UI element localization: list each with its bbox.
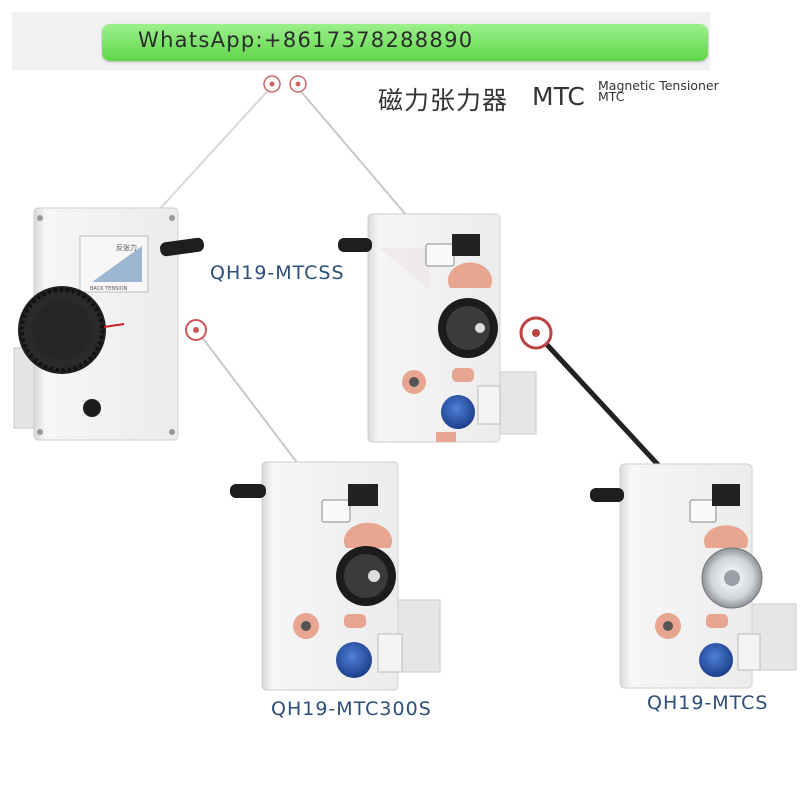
model-label-mtcss: QH19-MTCSS	[210, 262, 345, 284]
whatsapp-contact-pill	[102, 24, 708, 61]
guide-pulley-top-left	[263, 75, 281, 93]
whatsapp-contact-text: WhatsApp:+8617378288890	[138, 28, 474, 52]
tensioner-unit-mtc300s	[230, 461, 441, 691]
product-title-code: MTC	[532, 82, 585, 111]
dial-scale-label: BACK TENSION	[90, 286, 128, 292]
dial-cn-label: 反张力	[116, 243, 137, 252]
product-title-english: Magnetic Tensioner MTC	[598, 78, 719, 104]
product-title-chinese: 磁力张力器	[378, 86, 509, 115]
guide-pulley-middle	[185, 319, 207, 341]
title-en-line2: MTC	[598, 89, 625, 104]
title-en-line1: Magnetic Tensioner	[598, 78, 719, 93]
tensioner-unit-top-right	[338, 213, 537, 443]
guide-pulley-right	[519, 316, 553, 350]
guide-pulley-top-right	[289, 75, 307, 93]
tensioner-unit-mtcss: 反张力 BACK TENSION	[13, 207, 204, 441]
model-label-mtc300s: QH19-MTC300S	[271, 698, 432, 720]
model-label-mtcs: QH19-MTCS	[647, 692, 769, 714]
tensioner-unit-mtcs	[590, 463, 797, 689]
